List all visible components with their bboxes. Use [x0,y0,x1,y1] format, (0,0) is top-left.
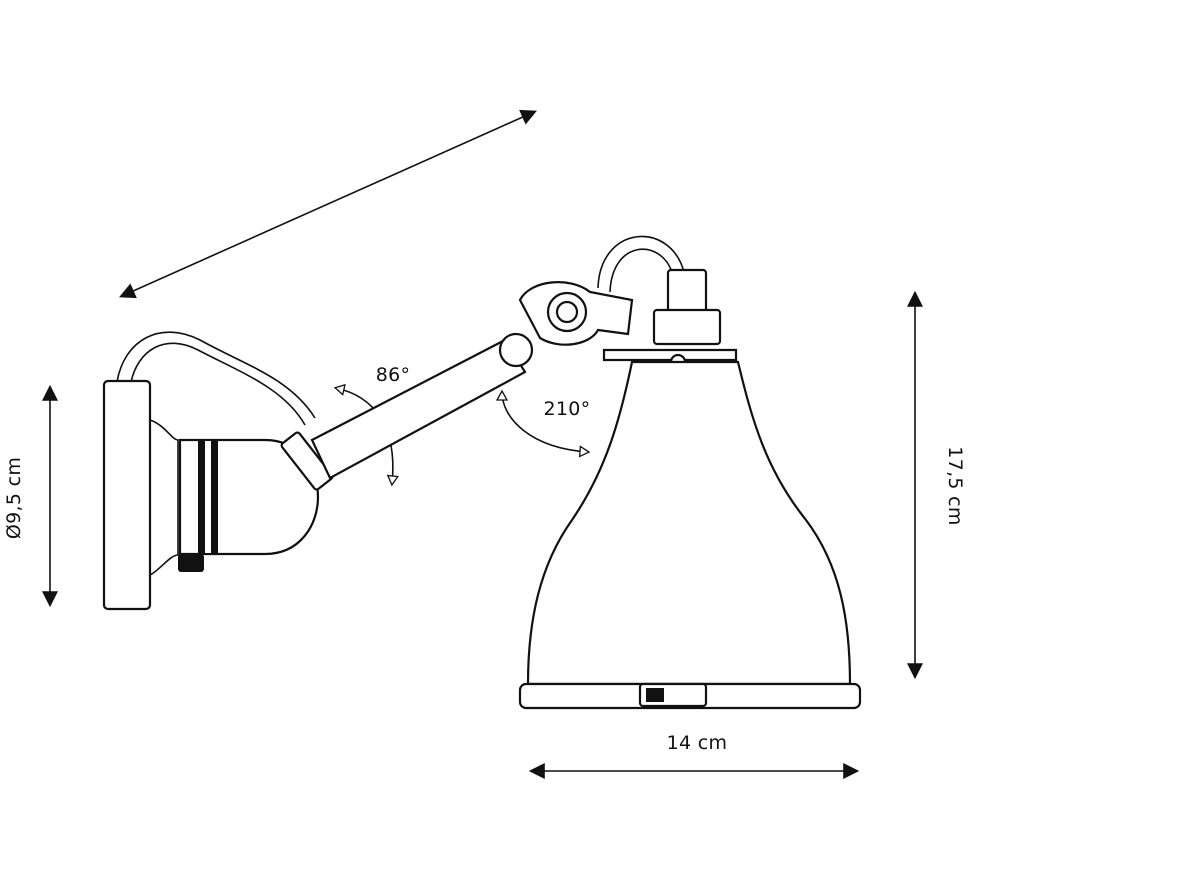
shade-rotation-arrow [502,392,588,452]
shade-cord [597,235,685,289]
lower-joint [280,431,334,491]
width-label: 14 cm [667,732,728,754]
knob [178,554,204,572]
wall-mount-plate [102,379,152,611]
shade-angle-label: 210° [544,398,591,420]
power-cord [116,331,316,419]
shade-connector [666,268,708,314]
height-label: 17,5 cm [944,446,966,525]
arm-pivot [498,332,534,368]
arm-angle-label: 86° [376,364,411,386]
arm-length-dimension-arrow [119,109,537,299]
shade-bracket [602,348,738,362]
wall-lamp-drawing [102,235,862,710]
lamp-arm [310,338,527,480]
base-diameter-label: Ø9,5 cm [3,457,25,539]
